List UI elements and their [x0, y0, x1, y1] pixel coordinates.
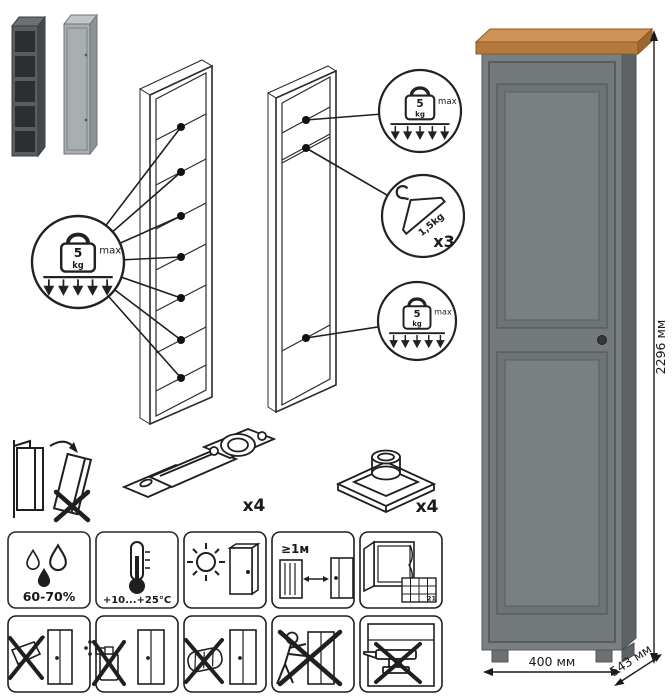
no-abrasive-icon	[183, 615, 267, 693]
bottom-shelf-load-circle	[376, 280, 458, 362]
no-spray-icon	[84, 615, 179, 693]
x-mark	[8, 636, 44, 680]
no-dragging-icon	[271, 615, 355, 693]
calendar-day-label: 21	[427, 595, 437, 603]
shelf-marker-dots	[177, 123, 185, 382]
humidity-icon: 60-70%	[7, 531, 91, 609]
wood-top	[474, 28, 654, 43]
shelf-cabinet-diagram	[138, 59, 214, 426]
x-mark	[92, 640, 126, 686]
small-wardrobe-dark	[10, 15, 47, 158]
shelf-openings	[15, 31, 35, 152]
top-shelf-load-circle	[377, 68, 463, 154]
hinge-count-label: x4	[243, 496, 266, 516]
hanger-load-circle: 1,5kg x3	[380, 173, 466, 259]
min-distance-label: ≥1м	[281, 542, 309, 556]
sun-rays	[187, 543, 225, 581]
width-dimension: 400 мм	[483, 654, 621, 676]
door-knob	[597, 335, 607, 345]
x-mark	[374, 642, 422, 684]
ventilation-icon: 21	[359, 531, 443, 609]
shelf-load-circle	[30, 214, 126, 310]
sunlight-warning-icon	[183, 531, 267, 609]
anti-tip-warning-icon	[13, 439, 93, 523]
hinge-icon	[121, 428, 277, 498]
no-heavy-load-icon	[359, 615, 443, 693]
hanger-count-label: x3	[433, 232, 454, 251]
foot-count-label: x4	[416, 497, 439, 517]
height-dimension-label: 2296 мм	[653, 320, 668, 375]
temperature-icon: +10...+25°C	[95, 531, 179, 609]
adjustable-foot-icon	[335, 449, 437, 513]
height-dimension: 2296 мм	[650, 30, 668, 664]
wardrobe-render	[474, 27, 654, 663]
x-mark	[53, 489, 91, 523]
hanging-marker-dots	[302, 116, 310, 342]
temperature-label: +10...+25°C	[103, 595, 171, 606]
no-sharp-tools-icon	[7, 615, 91, 693]
small-wardrobe-gray	[62, 13, 99, 156]
x-mark	[184, 638, 224, 684]
heat-distance-icon: ≥1м	[271, 531, 355, 609]
humidity-label: 60-70%	[23, 589, 76, 604]
x-mark	[277, 629, 343, 687]
width-dimension-label: 400 мм	[529, 654, 576, 669]
